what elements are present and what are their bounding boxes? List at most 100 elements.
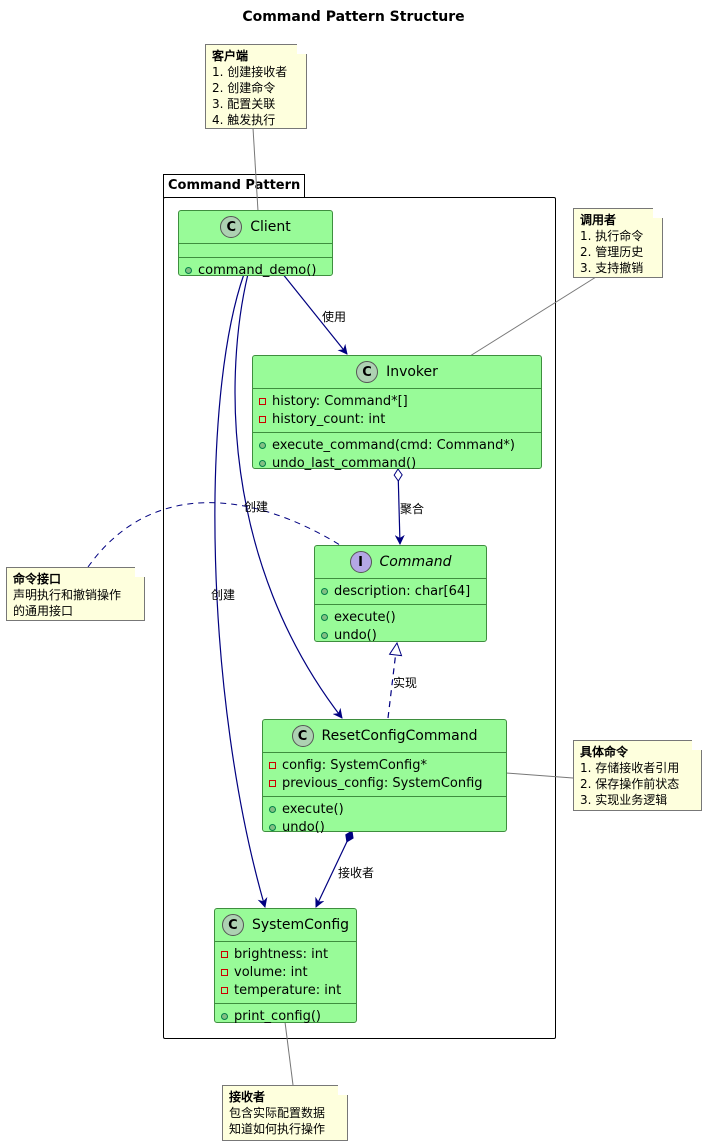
public-icon bbox=[259, 441, 266, 449]
package-frame bbox=[163, 197, 556, 1039]
private-icon bbox=[221, 950, 228, 958]
note-title: 命令接口 bbox=[13, 572, 62, 586]
reset-command-realization bbox=[387, 643, 397, 719]
field: history_count: int bbox=[272, 411, 386, 427]
note-line: 2. 管理历史 bbox=[580, 245, 644, 259]
class-fields: config: SystemConfig* previous_config: S… bbox=[263, 752, 506, 796]
label-implement: 实现 bbox=[393, 676, 418, 690]
class-name: Invoker bbox=[386, 364, 438, 380]
field: previous_config: SystemConfig bbox=[282, 775, 483, 791]
note-fold-icon bbox=[297, 44, 307, 54]
public-icon bbox=[269, 805, 276, 813]
note-line: 1. 创建接收者 bbox=[212, 65, 288, 79]
client-sysconfig-arrow bbox=[214, 273, 268, 908]
public-icon bbox=[321, 631, 328, 639]
note-link-invoker bbox=[469, 276, 597, 357]
class-methods: execute_command(cmd: Command*) undo_last… bbox=[253, 432, 541, 476]
note-title: 接收者 bbox=[229, 1090, 266, 1104]
class-methods: execute() undo() bbox=[315, 604, 486, 648]
field: config: SystemConfig* bbox=[282, 757, 427, 773]
invoker-command-aggregation bbox=[393, 468, 405, 545]
label-use: 使用 bbox=[322, 310, 347, 324]
note-fold-icon bbox=[653, 208, 663, 218]
public-icon bbox=[185, 266, 192, 274]
reset-sysconfig-composition bbox=[315, 830, 354, 908]
note-link-client bbox=[252, 127, 259, 212]
private-icon bbox=[259, 415, 266, 423]
method: undo_last_command() bbox=[272, 455, 417, 471]
class-reset-config-command[interactable]: C ResetConfigCommand config: SystemConfi… bbox=[262, 719, 507, 835]
note-fold-icon bbox=[135, 567, 145, 577]
label-receiver: 接收者 bbox=[338, 866, 375, 880]
method: command_demo() bbox=[198, 262, 317, 278]
class-invoker[interactable]: C Invoker history: Command*[] history_co… bbox=[252, 355, 542, 471]
note-link-receiver bbox=[284, 1021, 294, 1086]
interface-stereotype-icon: I bbox=[349, 551, 372, 573]
note-line: 包含实际配置数据 bbox=[229, 1106, 326, 1120]
diagram-title: Command Pattern Structure bbox=[242, 9, 465, 25]
public-icon bbox=[321, 613, 328, 621]
note-line: 2. 保存操作前状态 bbox=[580, 777, 680, 791]
private-icon bbox=[221, 986, 228, 994]
note-title: 调用者 bbox=[580, 213, 617, 227]
package-tab: Command Pattern bbox=[163, 174, 306, 198]
note-line: 3. 支持撤销 bbox=[580, 261, 644, 275]
note-title: 客户端 bbox=[212, 49, 249, 63]
class-stereotype-icon: C bbox=[356, 361, 379, 383]
class-stereotype-icon: C bbox=[220, 216, 243, 238]
note-command: 命令接口 声明执行和撤销操作 的通用接口 bbox=[6, 567, 145, 621]
note-reset-config-command: 具体命令 1. 存储接收者引用 2. 保存操作前状态 3. 实现业务逻辑 bbox=[573, 740, 702, 811]
note-line: 3. 实现业务逻辑 bbox=[580, 793, 668, 807]
field: brightness: int bbox=[234, 946, 329, 962]
field: description: char[64] bbox=[334, 583, 471, 599]
class-system-config[interactable]: C SystemConfig brightness: int volume: i… bbox=[214, 908, 357, 1024]
interface-command[interactable]: I Command description: char[64] execute(… bbox=[314, 545, 487, 643]
note-link-command bbox=[87, 502, 341, 568]
field: history: Command*[] bbox=[272, 393, 408, 409]
private-icon bbox=[221, 968, 228, 976]
label-aggregate: 聚合 bbox=[400, 502, 425, 516]
class-client[interactable]: C Client command_demo() bbox=[178, 210, 333, 278]
note-invoker: 调用者 1. 执行命令 2. 管理历史 3. 支持撤销 bbox=[573, 208, 663, 278]
note-line: 知道如何执行操作 bbox=[229, 1122, 326, 1136]
note-line: 1. 存储接收者引用 bbox=[580, 761, 680, 775]
method: execute() bbox=[282, 801, 344, 817]
field: volume: int bbox=[234, 964, 308, 980]
note-title: 具体命令 bbox=[580, 745, 629, 759]
public-icon bbox=[259, 459, 266, 467]
class-name: Client bbox=[250, 219, 291, 235]
method: execute_command(cmd: Command*) bbox=[272, 437, 515, 453]
private-icon bbox=[269, 761, 276, 769]
note-client: 客户端 1. 创建接收者 2. 创建命令 3. 配置关联 4. 触发执行 bbox=[205, 44, 307, 129]
method: print_config() bbox=[234, 1008, 321, 1024]
note-line: 声明执行和撤销操作 bbox=[13, 588, 122, 602]
note-line: 2. 创建命令 bbox=[212, 81, 276, 95]
class-fields: history: Command*[] history_count: int bbox=[253, 388, 541, 432]
class-stereotype-icon: C bbox=[291, 725, 314, 747]
client-invoker-arrow bbox=[281, 272, 348, 355]
note-link-reset bbox=[505, 772, 574, 779]
class-stereotype-icon: C bbox=[221, 914, 244, 936]
method: undo() bbox=[282, 819, 325, 835]
label-create-sysconfig: 创建 bbox=[211, 588, 236, 602]
public-icon bbox=[269, 823, 276, 831]
field: temperature: int bbox=[234, 982, 342, 998]
public-icon bbox=[321, 587, 328, 595]
note-line: 1. 执行命令 bbox=[580, 229, 644, 243]
class-name: ResetConfigCommand bbox=[321, 728, 478, 744]
class-methods: print_config() bbox=[215, 1003, 356, 1029]
note-fold-icon bbox=[338, 1085, 348, 1095]
label-create-reset: 创建 bbox=[244, 500, 269, 514]
method: execute() bbox=[334, 609, 396, 625]
note-line: 4. 触发执行 bbox=[212, 113, 276, 127]
private-icon bbox=[269, 779, 276, 787]
client-reset-arrow bbox=[234, 273, 343, 719]
public-icon bbox=[221, 1012, 228, 1020]
class-methods: command_demo() bbox=[179, 257, 332, 283]
note-receiver: 接收者 包含实际配置数据 知道如何执行操作 bbox=[222, 1085, 348, 1141]
class-fields: brightness: int volume: int temperature:… bbox=[215, 941, 356, 1003]
method: undo() bbox=[334, 627, 377, 643]
note-fold-icon bbox=[692, 740, 702, 750]
class-name: Command bbox=[379, 554, 452, 570]
